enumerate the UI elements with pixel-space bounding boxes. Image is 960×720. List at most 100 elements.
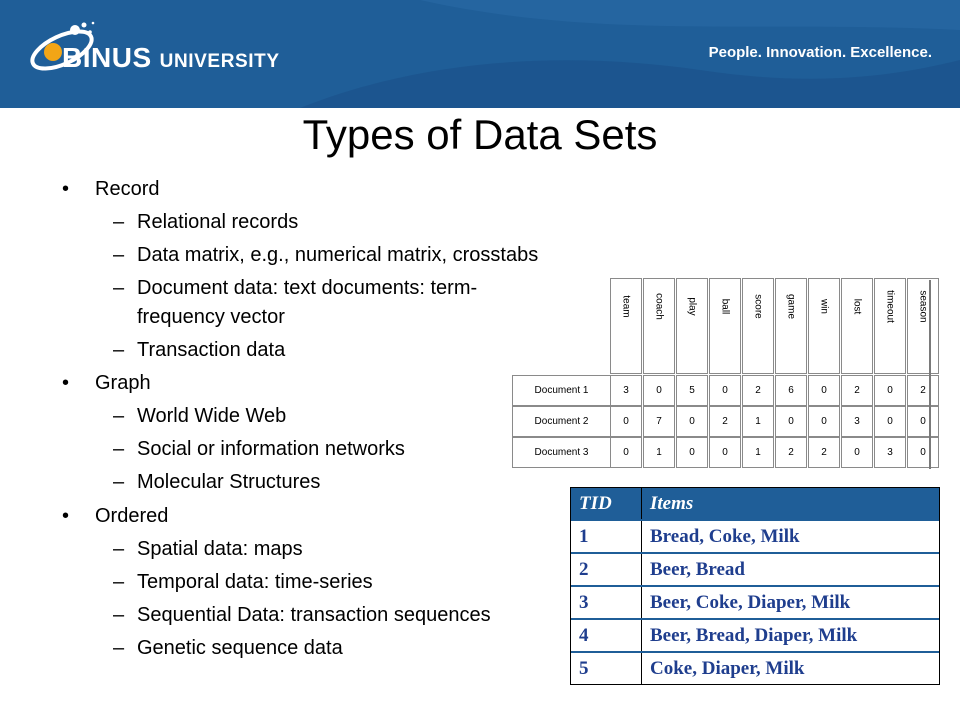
matrix-cell: 5 [676,375,708,406]
sub-bullet-data-matrix: –Data matrix, e.g., numerical matrix, cr… [113,244,539,266]
term-header-label: team [620,295,632,318]
term-header: lost [841,278,873,374]
matrix-cell: 0 [709,375,741,406]
bullet-ordered: •Ordered [62,505,169,527]
matrix-cell: 2 [841,375,873,406]
sub-bullet-www: –World Wide Web [113,405,287,427]
row-divider [571,519,939,521]
sub-bullet-relational: –Relational records [113,211,299,233]
tid-cell: 5 [571,653,641,684]
matrix-cell: 1 [742,437,774,468]
sub-bullet-temporal: –Temporal data: time-series [113,571,373,593]
sub-bullet-document-data: –Document data: text documents: term- [113,277,478,299]
matrix-cell: 2 [808,437,840,468]
term-header-label: timeout [884,290,896,323]
matrix-cell: 0 [874,406,906,437]
term-header: coach [643,278,675,374]
sub-bullet-molecular: –Molecular Structures [113,471,321,493]
term-header: timeout [874,278,906,374]
term-header-label: play [686,297,698,316]
term-header-label: win [818,298,830,315]
items-cell: Beer, Bread [642,554,939,585]
matrix-cell: 3 [874,437,906,468]
slide-title: Types of Data Sets [302,111,658,158]
items-cell: Coke, Diaper, Milk [642,653,939,684]
items-cell: Beer, Coke, Diaper, Milk [642,587,939,618]
tid-header: TID [571,488,641,519]
items-cell: Bread, Coke, Milk [642,521,939,552]
tid-cell: 3 [571,587,641,618]
row-divider [571,585,939,587]
term-header: team [610,278,642,374]
header-banner: BINUS UNIVERSITY People. Innovation. Exce… [0,0,960,108]
row-divider [571,552,939,554]
matrix-cell: 0 [907,437,939,468]
term-header-label: game [785,293,797,320]
matrix-shadow [929,280,931,469]
sub-bullet-document-data-cont: frequency vector [137,306,285,328]
term-header: game [775,278,807,374]
logo-wordmark: BINUS UNIVERSITY [62,42,280,74]
term-header-label: ball [719,298,731,315]
sub-bullet-genetic: –Genetic sequence data [113,637,343,659]
term-header: ball [709,278,741,374]
row-divider [571,618,939,620]
matrix-cell: 0 [775,406,807,437]
tid-cell: 4 [571,620,641,651]
matrix-cell: 6 [775,375,807,406]
items-cell: Beer, Bread, Diaper, Milk [642,620,939,651]
matrix-cell: 0 [610,406,642,437]
matrix-cell: 2 [775,437,807,468]
matrix-cell: 2 [907,375,939,406]
items-header: Items [642,488,939,519]
matrix-cell: 0 [841,437,873,468]
matrix-cell: 3 [610,375,642,406]
term-header-label: lost [851,298,863,315]
bullet-graph: •Graph [62,372,151,394]
tid-cell: 1 [571,521,641,552]
matrix-cell: 3 [841,406,873,437]
sub-bullet-transaction: –Transaction data [113,339,286,361]
logo-main-text: BINUS [62,42,152,73]
matrix-cell: 0 [808,406,840,437]
matrix-cell: 0 [676,406,708,437]
row-divider [571,651,939,653]
term-header-label: coach [653,293,665,320]
matrix-cell: 0 [808,375,840,406]
matrix-cell: 1 [742,406,774,437]
document-row-label: Document 2 [512,406,611,437]
term-header-label: score [752,294,764,319]
header-swoosh-graphic [0,0,960,108]
term-header: season [907,278,939,374]
matrix-cell: 0 [874,375,906,406]
matrix-cell: 2 [709,406,741,437]
matrix-cell: 7 [643,406,675,437]
matrix-cell: 0 [676,437,708,468]
tid-cell: 2 [571,554,641,585]
term-header-label: season [917,290,929,323]
matrix-cell: 0 [709,437,741,468]
matrix-cell: 0 [643,375,675,406]
header-tagline: People. Innovation. Excellence. [708,44,932,61]
bullet-record: •Record [62,178,160,200]
document-term-matrix: team coach play ball score game win lost timeout… [512,278,939,469]
matrix-cell: 0 [907,406,939,437]
logo-sub-text: UNIVERSITY [159,51,280,72]
term-header: play [676,278,708,374]
matrix-cell: 2 [742,375,774,406]
matrix-cell: 1 [643,437,675,468]
document-row-label: Document 1 [512,375,611,406]
term-header: win [808,278,840,374]
binus-logo-icon [30,21,95,71]
document-row-label: Document 3 [512,437,611,468]
sub-bullet-social: –Social or information networks [113,438,405,460]
term-header: score [742,278,774,374]
sub-bullet-spatial: –Spatial data: maps [113,538,303,560]
